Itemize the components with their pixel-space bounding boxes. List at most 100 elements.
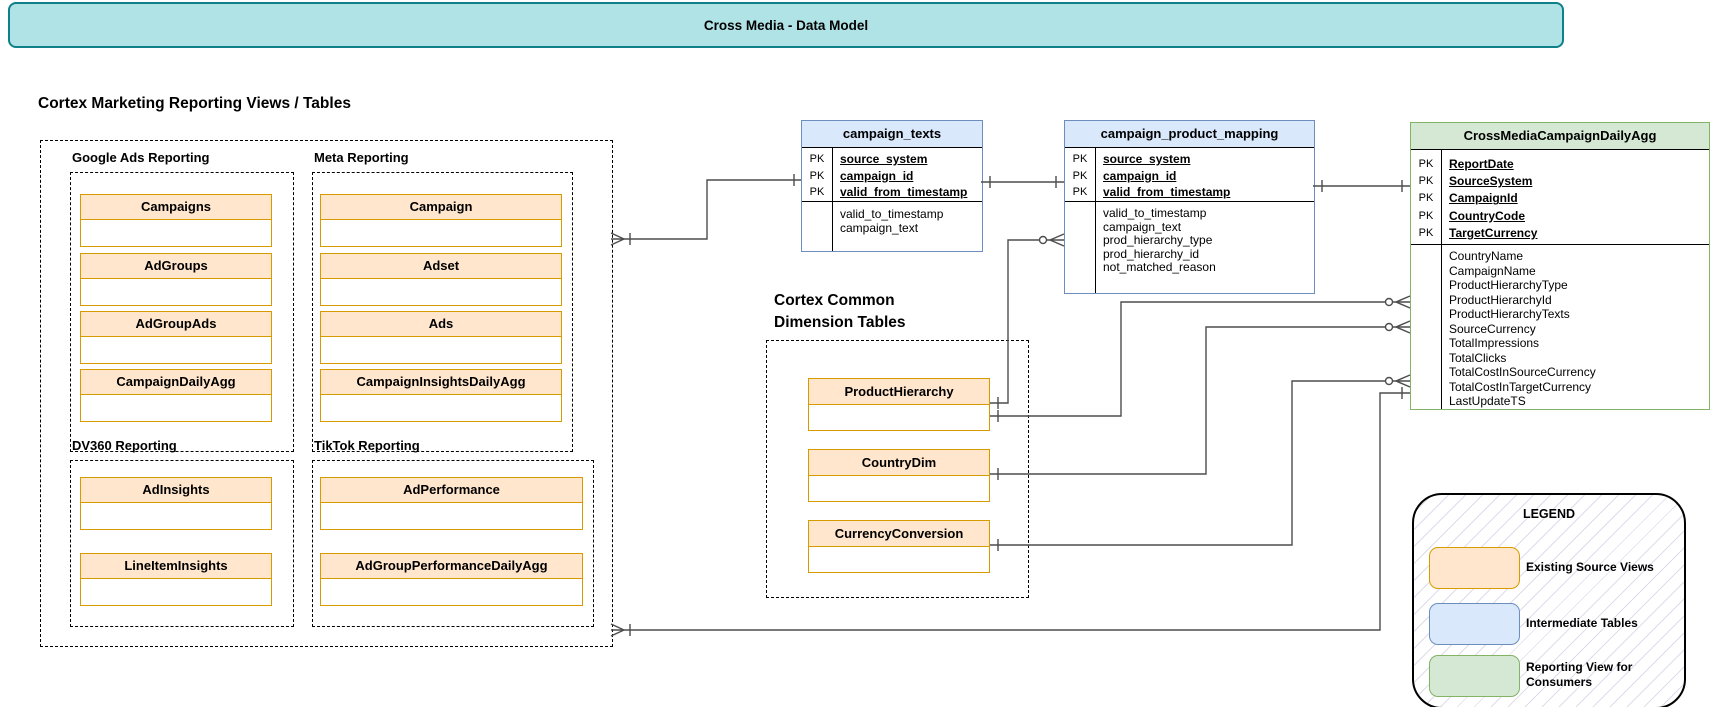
table-body: [80, 220, 272, 247]
field-row: ProductHierarchyType: [1449, 278, 1568, 292]
pk-divider: [1441, 150, 1442, 409]
source-table-campaigndailyagg: CampaignDailyAgg: [80, 369, 272, 422]
legend-swatch-reporting-view: [1429, 655, 1520, 697]
field-row: valid_to_timestamp: [1103, 206, 1207, 220]
crowfoot-many-icon: [610, 232, 631, 246]
table-header: AdPerformance: [320, 477, 583, 503]
legend-title: LEGEND: [1522, 507, 1576, 521]
source-table-campaigns: Campaigns: [80, 194, 272, 247]
table-header: Campaigns: [80, 194, 272, 220]
field-row: campaign_text: [840, 221, 919, 235]
group-box-dv360: [70, 460, 294, 627]
table-header: CampaignInsightsDailyAgg: [320, 369, 562, 395]
field-row: TotalClicks: [1449, 350, 1507, 365]
table-header: Adset: [320, 253, 562, 279]
field-row: SourceCurrency: [1449, 321, 1536, 336]
dimension-table-producthierarchy: ProductHierarchy: [808, 378, 990, 431]
cardinality-zero-icon: [1384, 297, 1394, 307]
table-header: CampaignDailyAgg: [80, 369, 272, 395]
source-table-lineiteminsights: LineItemInsights: [80, 553, 272, 606]
cardinality-zero-icon: [1384, 322, 1394, 332]
source-table-adperformance: AdPerformance: [320, 477, 583, 530]
diagram-title-bar: Cross Media - Data Model: [8, 2, 1564, 48]
source-table-adgroups: AdGroups: [80, 253, 272, 306]
field-row: not_matched_reason: [1103, 260, 1216, 274]
table-body: [808, 547, 990, 573]
cardinality-zero-icon: [1384, 376, 1394, 386]
table-body: [320, 279, 562, 306]
field-row: ProductHierarchyTexts: [1449, 307, 1570, 321]
table-body: [808, 476, 990, 502]
group-label-google-ads: Google Ads Reporting: [72, 150, 210, 165]
source-table-adgroupads: AdGroupAds: [80, 311, 272, 364]
table-header: CurrencyConversion: [808, 520, 990, 547]
er-table-title: CrossMediaCampaignDailyAgg: [1411, 123, 1709, 150]
table-body: [320, 579, 583, 606]
field-row: TotalCostInSourceCurrency: [1449, 365, 1596, 379]
field-row: ProductHierarchyId: [1449, 292, 1552, 307]
cardinality-one-icon: [989, 176, 1057, 188]
table-body: [80, 503, 272, 530]
legend-label: Reporting View for Consumers: [1526, 660, 1633, 689]
crowfoot-many-icon: [610, 623, 631, 637]
pk-divider: [832, 148, 833, 251]
field-row: LastUpdateTS: [1449, 394, 1526, 408]
field-row: CampaignName: [1449, 263, 1536, 278]
dimension-table-countrydim: CountryDim: [808, 449, 990, 502]
er-table-title: campaign_texts: [802, 121, 982, 148]
field-row: valid_to_timestamp: [840, 207, 944, 221]
table-header: AdInsights: [80, 477, 272, 503]
pk-divider: [1095, 148, 1096, 293]
group-label-meta: Meta Reporting: [314, 150, 409, 165]
table-body: [80, 579, 272, 606]
legend-label: Existing Source Views: [1526, 560, 1654, 574]
group-box-meta: [312, 172, 573, 452]
table-header: Ads: [320, 311, 562, 337]
crowfoot-many-icon: [1395, 374, 1411, 388]
connector-countrydim-to-agg: [990, 326, 1410, 475]
group-box-tiktok: [312, 460, 594, 627]
er-table-title: campaign_product_mapping: [1065, 121, 1314, 148]
table-body: [320, 337, 562, 364]
field-row: prod_hierarchy_type: [1103, 233, 1213, 247]
field-row: TotalCostInTargetCurrency: [1449, 379, 1592, 394]
connector-producthierarchy-to-agg: [990, 301, 1410, 417]
cardinality-one-icon: [1321, 180, 1403, 192]
table-body: [80, 395, 272, 422]
table-header: AdGroups: [80, 253, 272, 279]
table-header: Campaign: [320, 194, 562, 220]
dimension-section-title-line2: Dimension Tables: [774, 314, 906, 331]
field-row: campaign_text: [1103, 219, 1182, 234]
table-header: CountryDim: [808, 449, 990, 476]
diagram-title: Cross Media - Data Model: [703, 17, 869, 33]
cardinality-zero-icon: [1038, 235, 1048, 245]
field-row: TotalImpressions: [1449, 336, 1540, 350]
crowfoot-many-icon: [1395, 295, 1411, 309]
crowfoot-many-icon: [1395, 320, 1411, 334]
source-table-campaign: Campaign: [320, 194, 562, 247]
source-table-campaigninsightsdailyagg: CampaignInsightsDailyAgg: [320, 369, 562, 422]
dimension-section-title-line1: Cortex Common: [774, 292, 895, 309]
field-row: CountryName: [1449, 249, 1524, 263]
connector-currencyconversion-to-agg: [990, 380, 1410, 546]
source-table-ads: Ads: [320, 311, 562, 364]
dimension-table-currencyconversion: CurrencyConversion: [808, 520, 990, 573]
table-header: AdGroupPerformanceDailyAgg: [320, 553, 583, 579]
field-row: prod_hierarchy_id: [1103, 246, 1200, 261]
source-table-adgroupperformancedailyagg: AdGroupPerformanceDailyAgg: [320, 553, 583, 606]
crowfoot-many-icon: [1049, 233, 1065, 247]
table-body: [80, 337, 272, 364]
